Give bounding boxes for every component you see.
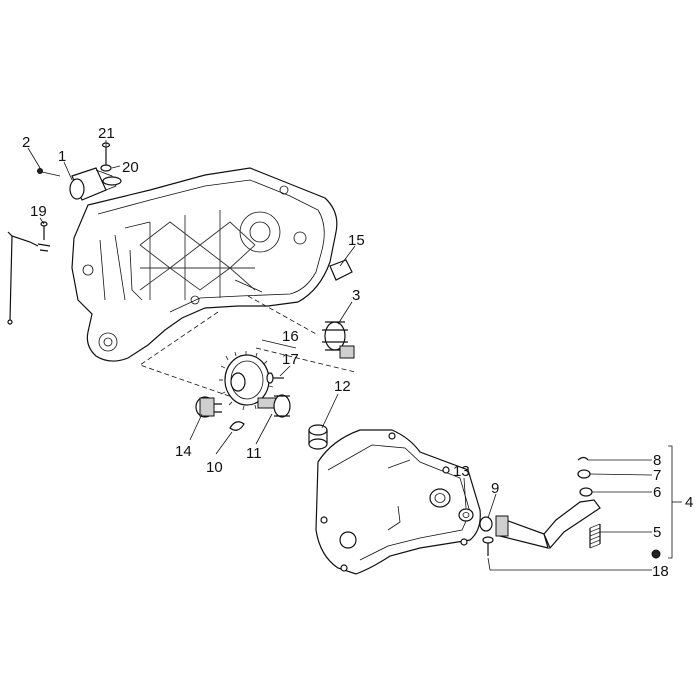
callout-9: 9: [491, 480, 499, 497]
callout-19: 19: [30, 203, 47, 220]
callout-5: 5: [653, 524, 661, 541]
callout-6: 6: [653, 484, 661, 501]
transmission-cover: [315, 429, 481, 575]
callout-2: 2: [22, 134, 30, 151]
callout-3: 3: [352, 287, 360, 304]
assembly-guide-lines: [139, 295, 356, 398]
callout-15: 15: [348, 232, 365, 249]
callout-17: 17: [282, 351, 299, 368]
callout-13: 13: [453, 463, 470, 480]
callout-16: 16: [282, 328, 299, 345]
leader-lines: [27, 140, 682, 571]
callout-12: 12: [334, 378, 351, 395]
callout-4: 4: [685, 494, 693, 511]
callout-11: 11: [246, 445, 262, 462]
callout-21: 21: [98, 125, 115, 142]
callout-20: 20: [122, 159, 139, 176]
starter-motor-group: [7, 142, 122, 325]
callout-14: 14: [175, 443, 192, 460]
callout-7: 7: [653, 467, 661, 484]
callout-labels: 1 2 3 4 5 6 7 8 9 10 11 12 13 14 15 16 1…: [22, 125, 693, 580]
gear-assembly: [195, 259, 355, 450]
callout-8: 8: [653, 452, 661, 469]
callout-18: 18: [652, 563, 669, 580]
crankcase: [71, 167, 338, 362]
callout-10: 10: [206, 459, 223, 476]
kick-start-group: [458, 456, 661, 559]
callout-1: 1: [58, 148, 66, 165]
